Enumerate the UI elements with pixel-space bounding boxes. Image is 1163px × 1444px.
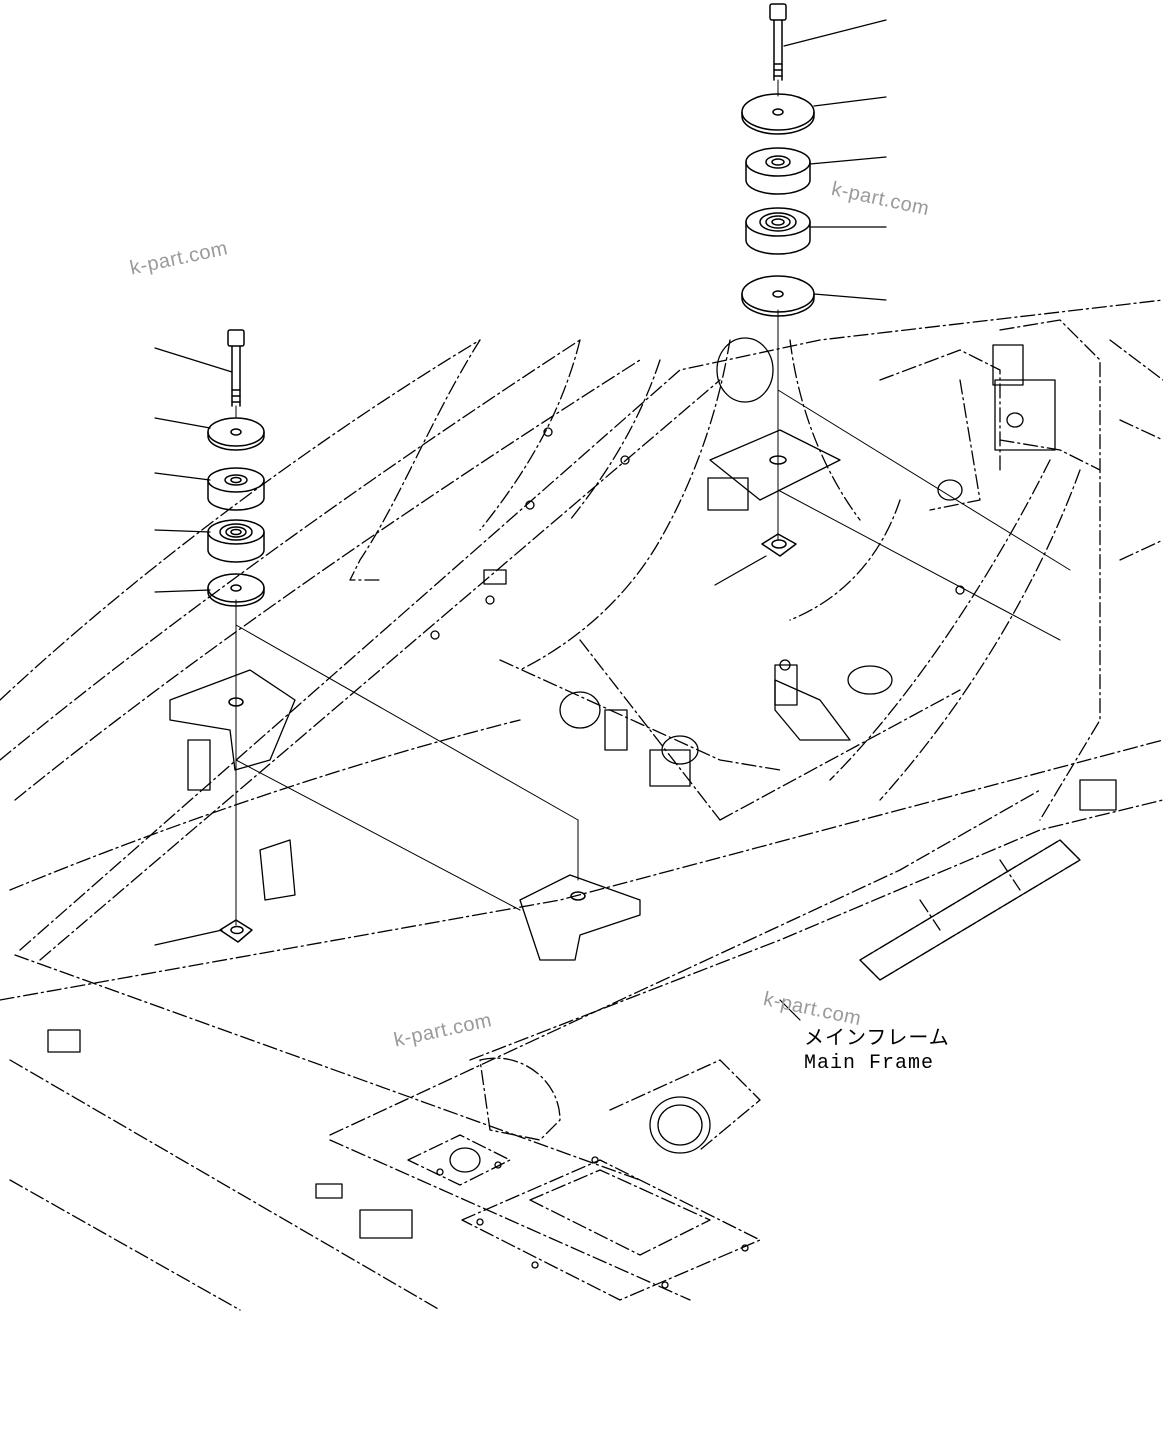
flat-washer-icon <box>207 417 265 451</box>
rubber-cushion-icon <box>207 519 265 563</box>
callout-leader-cushion-left-top <box>154 472 211 481</box>
square-nut-icon <box>761 533 797 557</box>
callout-leader-washer-left-bottom <box>154 589 211 593</box>
hex-bolt-icon <box>227 329 245 407</box>
rubber-cushion-icon <box>745 147 811 195</box>
callout-leader-nut-left <box>154 929 223 946</box>
flat-washer-icon <box>207 573 265 607</box>
main-frame-label-jp: メインフレーム <box>804 1028 950 1051</box>
callout-leader-bolt-right <box>783 19 887 47</box>
rubber-cushion-icon <box>745 207 811 255</box>
callout-leader-washer-right-bottom <box>813 293 887 301</box>
hex-bolt-icon <box>769 3 787 81</box>
main-frame-outline <box>0 299 1163 1311</box>
callout-leader-main-frame <box>779 999 801 1021</box>
flat-washer-icon <box>741 93 815 135</box>
callout-leader-washer-left-top <box>154 417 211 429</box>
callout-leader-bolt-left <box>154 347 233 373</box>
callout-leader-washer-right-top <box>813 96 887 107</box>
callout-leader-cushion-left-bottom <box>154 529 211 533</box>
callout-leaders <box>154 19 887 1021</box>
rubber-cushion-icon <box>207 467 265 511</box>
callout-leader-cushion-right-top <box>809 156 887 165</box>
frame-details <box>47 337 1117 1289</box>
main-frame-label: メインフレーム Main Frame <box>804 1028 950 1076</box>
callout-leader-nut-right <box>714 555 767 586</box>
right-mount-stack <box>741 3 815 557</box>
datum-lines <box>235 309 1071 926</box>
left-mount-stack <box>207 329 586 943</box>
square-nut-icon <box>219 919 253 943</box>
main-frame-label-en: Main Frame <box>804 1052 935 1075</box>
